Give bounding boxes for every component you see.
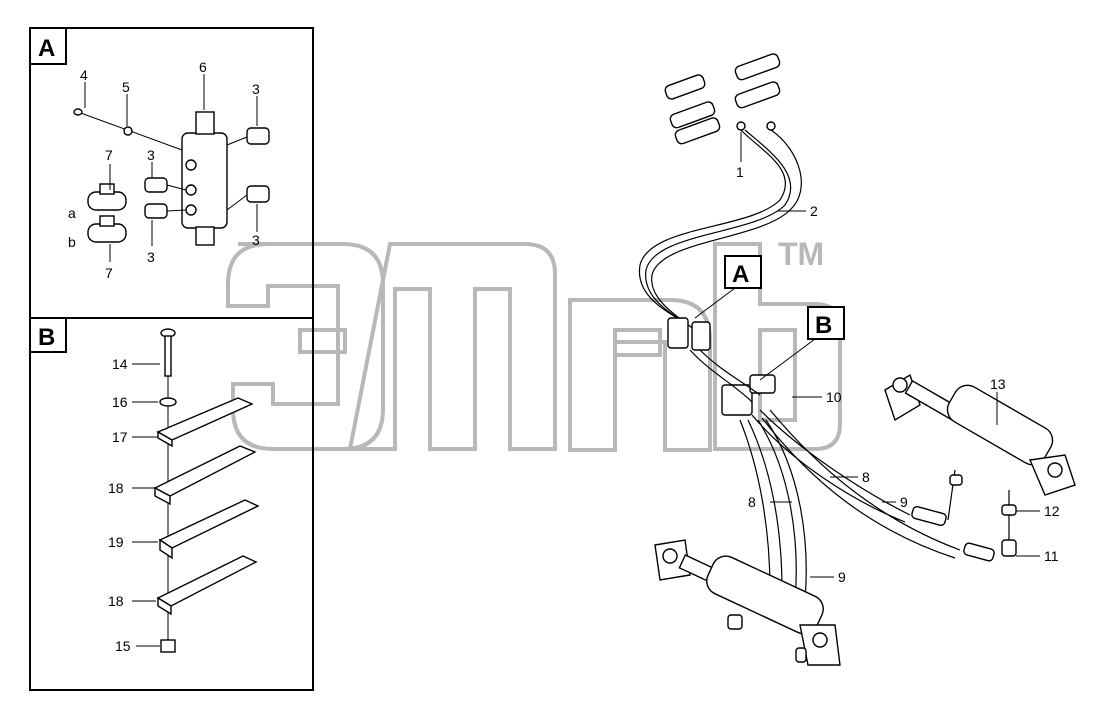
control-valve-bank <box>664 53 781 145</box>
label-part-18: 18 <box>108 480 124 496</box>
label-part-10: 10 <box>826 389 842 405</box>
label-part-3: 3 <box>147 249 155 265</box>
callout-b: B <box>759 306 845 381</box>
label-part-18: 18 <box>108 593 124 609</box>
label-port-b: b <box>68 234 76 250</box>
watermark-trademark: TM <box>778 236 824 272</box>
callout-a: A <box>694 255 762 319</box>
hydraulic-cylinder-upper <box>884 373 1076 496</box>
label-part-7: 7 <box>105 265 113 281</box>
label-part-16: 16 <box>112 394 128 410</box>
label-part-6: 6 <box>199 59 207 75</box>
label-part-9: 9 <box>838 569 846 585</box>
label-part-3: 3 <box>147 147 155 163</box>
panel-a-tag: A <box>38 35 55 62</box>
hydraulic-cylinder-lower <box>654 539 841 666</box>
callout-a-tag: A <box>732 261 749 288</box>
label-port-a: a <box>68 205 76 221</box>
label-part-15: 15 <box>115 638 131 654</box>
label-part-8: 8 <box>862 469 870 485</box>
label-part-1: 1 <box>736 164 744 180</box>
label-part-8: 8 <box>748 494 756 510</box>
label-part-7: 7 <box>105 147 113 163</box>
watermark-logo: TM <box>226 236 842 452</box>
label-part-12: 12 <box>1044 503 1060 519</box>
callout-b-tag: B <box>815 312 832 339</box>
label-part-11: 11 <box>1044 548 1059 564</box>
label-part-17: 17 <box>112 429 128 445</box>
detail-panel-a: A 4 5 <box>29 27 314 319</box>
label-part-4: 4 <box>80 67 88 83</box>
label-part-19: 19 <box>108 534 124 550</box>
label-part-5: 5 <box>122 79 130 95</box>
panel-b-tag: B <box>38 324 55 351</box>
label-part-9: 9 <box>900 494 908 510</box>
label-part-3: 3 <box>252 232 260 248</box>
label-part-3: 3 <box>252 81 260 97</box>
main-assembly: A B 1 2 10 13 8 9 8 9 12 11 <box>638 53 1076 666</box>
label-part-14: 14 <box>112 356 128 372</box>
label-part-13: 13 <box>990 376 1006 392</box>
label-part-2: 2 <box>810 203 818 219</box>
detail-panel-b: B 14 16 17 18 19 18 15 <box>29 317 314 691</box>
